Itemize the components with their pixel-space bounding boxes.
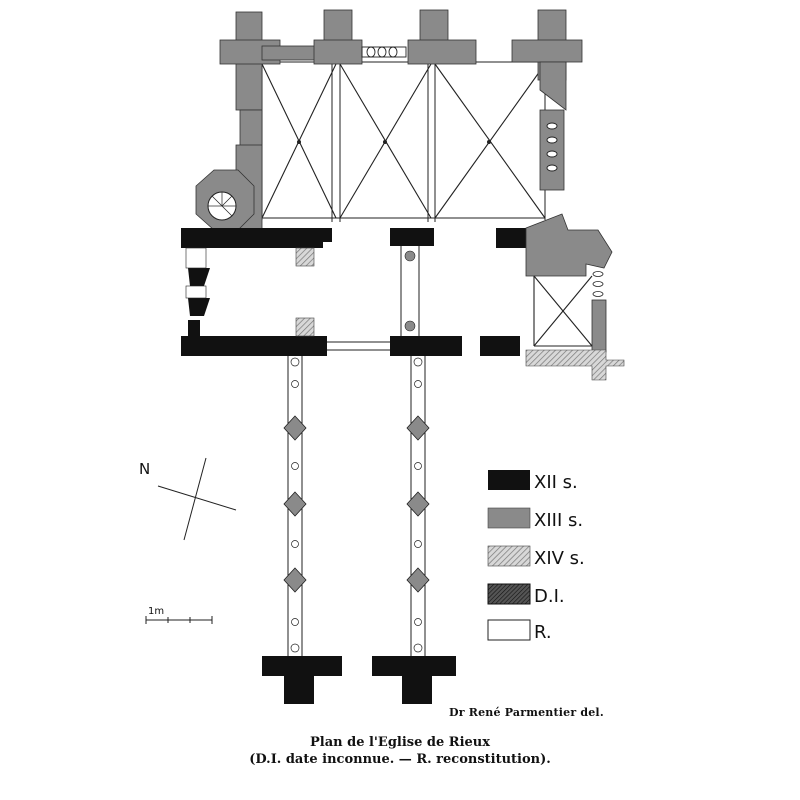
legend-swatch-xii: [488, 470, 530, 490]
legend-label-xiii: XIII s.: [534, 510, 583, 531]
crossing-pillars: [404, 250, 416, 332]
transept-parts-xiv: [295, 247, 315, 337]
legend: XII s. XIII s. XIV s. D.I. R.: [487, 470, 585, 643]
legend-swatch-xiv: [487, 545, 531, 567]
scale-label: 1m: [148, 606, 164, 617]
legend-label-xiv: XIV s.: [534, 548, 585, 569]
south-chapel: [525, 213, 625, 381]
legend-swatch-xiii: [487, 507, 531, 529]
north-label: N: [139, 460, 150, 478]
legend-label-xii: XII s.: [534, 472, 578, 493]
north-arrow: N: [139, 457, 237, 541]
legend-swatch-r: [487, 619, 531, 641]
scale-bar: 1m: [145, 606, 213, 624]
legend-label-di: D.I.: [534, 586, 565, 607]
caption-title: Plan de l'Eglise de Rieux: [309, 735, 490, 750]
crossing-outline: [327, 246, 420, 351]
chevet-windows: [361, 46, 558, 172]
stair-turret: [195, 169, 255, 231]
chevet-vaults: [261, 61, 550, 222]
legend-swatch-di: [487, 583, 531, 605]
transept-windows: [185, 247, 207, 299]
chevet-walls-xiii: [219, 9, 583, 231]
west-front-piers: [262, 656, 456, 704]
caption-subtitle: (D.I. date inconnue. — R. reconstitution…: [249, 752, 551, 767]
drawing-credit: Dr René Parmentier del.: [449, 706, 604, 719]
legend-label-r: R.: [534, 622, 552, 643]
nave-arcade-left: [283, 356, 307, 656]
transept-walls-xii: [181, 228, 526, 356]
nave-arcade-right: [406, 356, 430, 656]
